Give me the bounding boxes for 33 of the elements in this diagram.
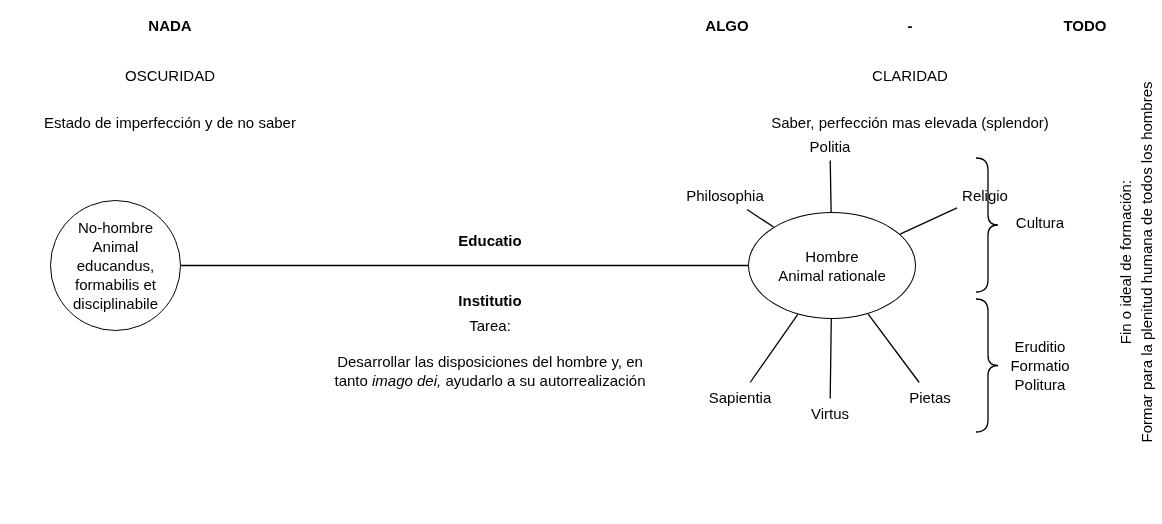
node-text: Animal educandus, formabilis et disciplinabile — [71, 237, 160, 313]
connector-line — [829, 159, 832, 213]
node-text: Hombre — [805, 246, 859, 266]
node-text: Animal rationale — [777, 265, 887, 285]
term-label: Politia — [809, 136, 851, 156]
subheading: OSCURIDAD — [125, 65, 215, 85]
term-label: Virtus — [810, 403, 850, 423]
dash-text: - — [907, 15, 913, 35]
ellipse-node — [748, 212, 916, 319]
bold-label: Institutio — [458, 290, 522, 310]
connector-line — [180, 264, 749, 267]
term-label: Pietas — [909, 387, 951, 407]
vertical-text: Formar para la plenitud humana de todos los hombres — [1136, 81, 1156, 443]
description-text: Estado de imperfección y de no saber — [44, 112, 296, 132]
description-text: Saber, perfección mas elevada (splendor) — [771, 112, 1049, 132]
node-text: No-hombre — [78, 218, 153, 237]
heading: ALGO — [705, 15, 749, 35]
connector-line — [746, 208, 775, 228]
edge-label: Educatio — [458, 230, 522, 250]
group-label: Eruditio Formatio Politura — [1010, 336, 1070, 394]
text-label: Tarea: — [469, 315, 511, 335]
connector-line — [829, 318, 832, 400]
term-label: Sapientia — [708, 387, 772, 407]
term-label: Philosophia — [686, 185, 764, 205]
description-text: Desarrollar las disposiciones del hombre y, en tanto imago dei, ayudarlo a su autorrealización — [333, 352, 647, 390]
group-label: Cultura — [1015, 212, 1065, 232]
connector-line — [749, 313, 799, 384]
heading: TODO — [1063, 15, 1107, 35]
connector-line — [899, 207, 958, 235]
heading: NADA — [148, 15, 192, 35]
subheading: CLARIDAD — [872, 65, 948, 85]
connector-line — [867, 313, 920, 384]
vertical-text: Fin o ideal de formación: — [1115, 179, 1135, 345]
